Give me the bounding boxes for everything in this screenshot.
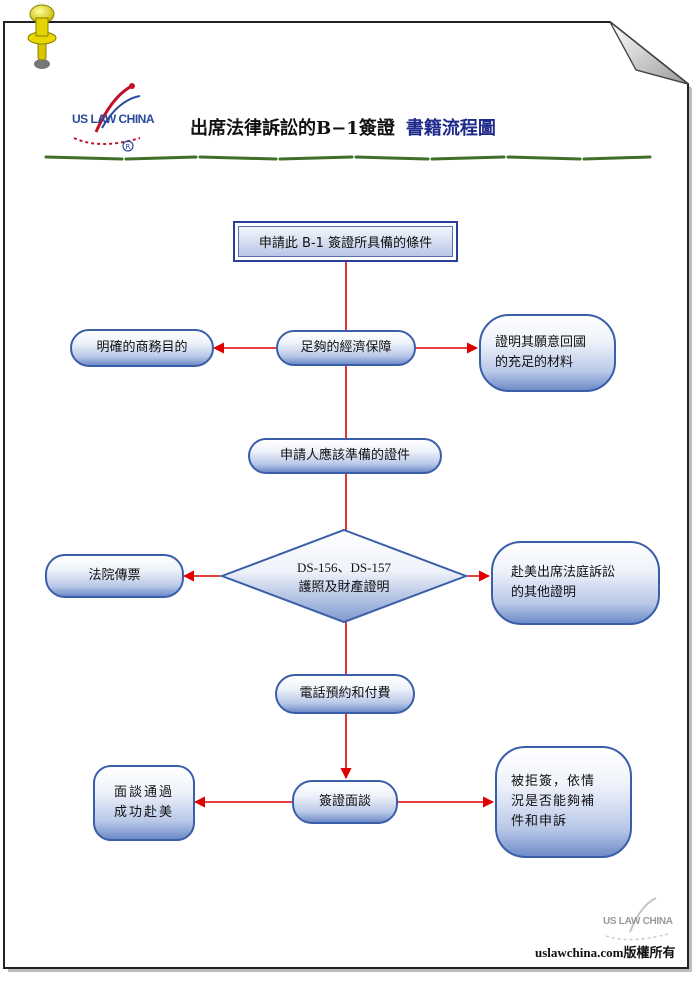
refused-node: 被拒簽，依情 況是否能夠補 件和申訴 <box>495 746 632 858</box>
decision-text: DS-156、DS-157 護照及財產證明 <box>244 558 444 598</box>
header-decoration-line <box>44 155 652 161</box>
watermark-logo-icon <box>605 897 669 941</box>
other-proof-node: 赴美出席法庭訴訟 的其他證明 <box>491 541 660 625</box>
purpose-node: 明確的商務目的 <box>70 329 214 367</box>
decision-line1: DS-156、DS-157 <box>297 560 391 575</box>
watermark-logo-text: US LAW CHINA <box>603 916 673 927</box>
logo-mark-icon: R <box>73 83 141 152</box>
logo-text: US LAW CHINA <box>72 112 155 126</box>
title-accent: 書籍流程圖 <box>405 118 496 139</box>
interview-node: 簽證面談 <box>292 780 398 824</box>
success-node: 面談通過 成功赴美 <box>93 765 195 841</box>
start-node: 申請此 B-1 簽證所具備的條件 <box>233 221 458 262</box>
decision-diamond <box>219 528 469 624</box>
pushpin-icon <box>27 4 57 69</box>
svg-text:R: R <box>126 143 131 151</box>
start-node-label: 申請此 B-1 簽證所具備的條件 <box>238 226 453 257</box>
subpoena-node: 法院傳票 <box>45 554 184 598</box>
documents-node: 申請人應該準備的證件 <box>248 438 442 474</box>
copyright-text: uslawchina.com版權所有 <box>535 945 676 960</box>
financial-node: 足夠的經濟保障 <box>276 330 416 366</box>
page-title: 出席法律訴訟的B−1簽證 書籍流程圖 <box>190 114 496 140</box>
decision-line2: 護照及財產證明 <box>298 580 390 595</box>
appointment-node: 電話預約和付費 <box>275 674 415 714</box>
title-main: 出席法律訴訟的B−1簽證 <box>190 118 395 139</box>
return-proof-node: 證明其願意回國 的充足的材料 <box>479 314 616 392</box>
